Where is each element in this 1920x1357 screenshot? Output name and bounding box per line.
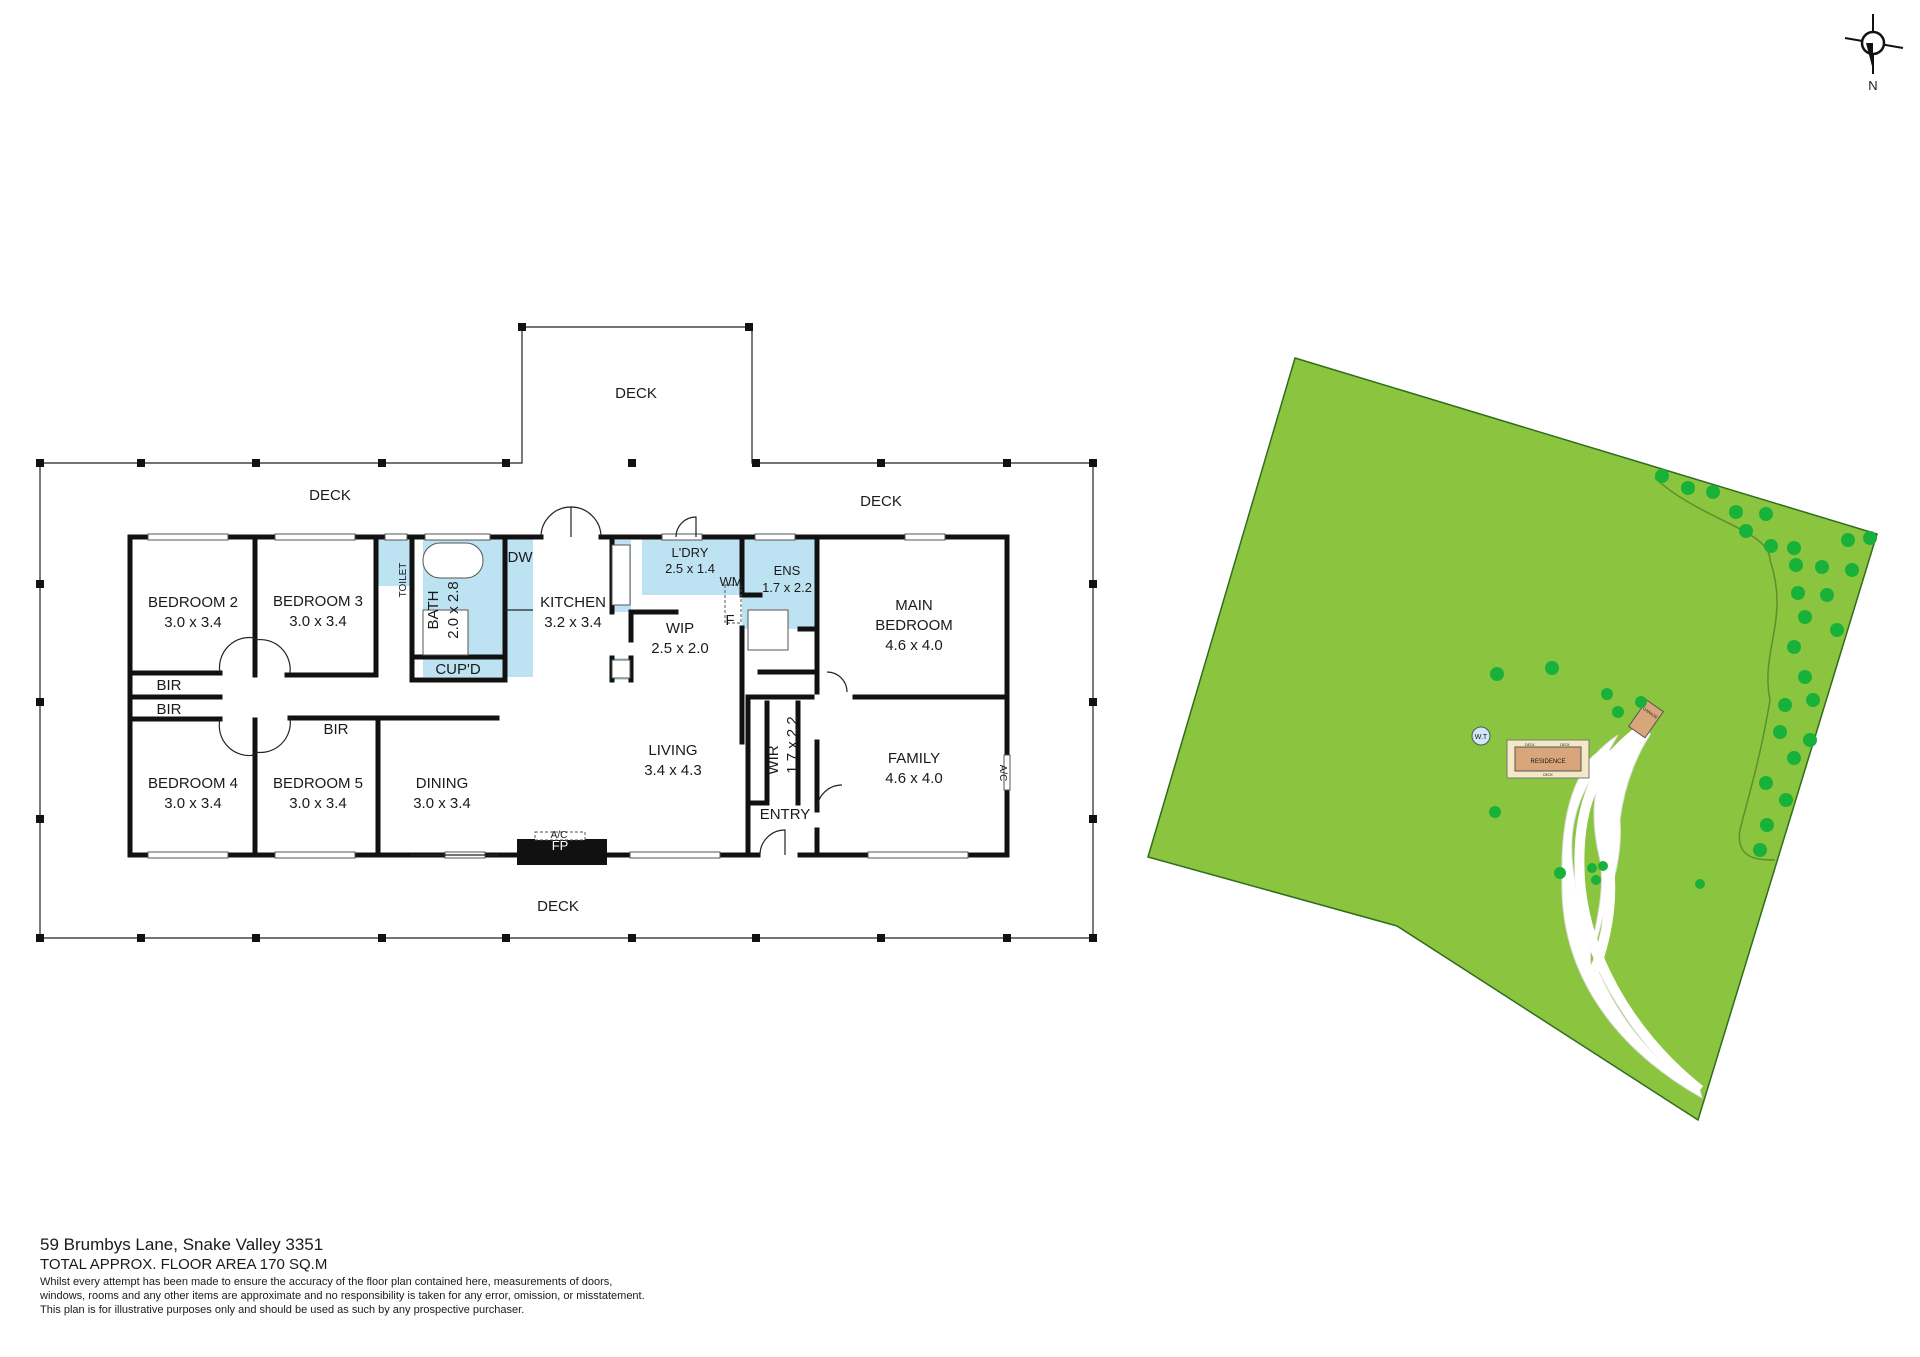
- living-size: 3.4 x 4.3: [644, 762, 702, 779]
- disclaimer: Whilst every attempt has been made to en…: [40, 1275, 940, 1317]
- windows: [147, 533, 1011, 859]
- ens-size: 1.7 x 2.2: [762, 580, 812, 595]
- deck-bottom-label: DECK: [537, 898, 579, 915]
- bedroom2-size: 3.0 x 3.4: [164, 614, 222, 631]
- family-name: FAMILY: [888, 750, 940, 767]
- residence-deck-n2: DECK: [1560, 743, 1570, 747]
- ac-fp-label: A/C: [551, 830, 568, 841]
- walls: [127, 534, 1010, 858]
- site-lot: [1147, 357, 1878, 1122]
- bedroom4-name: BEDROOM 4: [148, 775, 238, 792]
- trees: [1489, 469, 1877, 889]
- living-name: LIVING: [648, 742, 697, 759]
- fridge-label: F: [725, 612, 734, 629]
- kitchen-size: 3.2 x 3.4: [544, 614, 602, 631]
- dw-label: DW: [508, 549, 534, 566]
- disclaimer-line-2: windows, rooms and any other items are a…: [40, 1290, 645, 1302]
- dining-size: 3.0 x 3.4: [413, 795, 471, 812]
- fixtures: [422, 542, 789, 865]
- plan-footer: 59 Brumbys Lane, Snake Valley 3351 TOTAL…: [40, 1234, 940, 1317]
- disclaimer-line-1: Whilst every attempt has been made to en…: [40, 1276, 613, 1288]
- bedroom2-name: BEDROOM 2: [148, 594, 238, 611]
- residence-deck-n1: DECK: [1525, 743, 1535, 747]
- ac-family-label: A/C: [997, 765, 1008, 782]
- deck-left-label: DECK: [309, 487, 351, 504]
- main-bedroom-size: 4.6 x 4.0: [885, 637, 943, 654]
- residence-building: [1514, 746, 1582, 772]
- compass: N: [1844, 14, 1904, 93]
- laundry-name: L'DRY: [672, 545, 709, 560]
- bir-label-3: BIR: [323, 721, 348, 738]
- doors: [218, 506, 848, 856]
- main-bedroom-name2: BEDROOM: [875, 617, 953, 634]
- bedroom5-size: 3.0 x 3.4: [289, 795, 347, 812]
- bir-label-2: BIR: [156, 701, 181, 718]
- toilet-label: TOILET: [398, 563, 409, 598]
- bedroom5-name: BEDROOM 5: [273, 775, 363, 792]
- wip-size: 2.5 x 2.0: [651, 640, 709, 657]
- entry-label: ENTRY: [760, 806, 811, 823]
- fp-label: FP: [552, 838, 569, 853]
- cupd-label: CUP'D: [435, 661, 481, 678]
- laundry-size: 2.5 x 1.4: [665, 561, 715, 576]
- compass-north-label: N: [1868, 78, 1877, 93]
- main-bedroom-name1: MAIN: [895, 597, 933, 614]
- bath-size: 2.0 x 2.8: [445, 581, 462, 639]
- room-labels: DECK DECK DECK DECK BEDROOM 2 3.0 x 3.4 …: [148, 385, 1008, 915]
- bedroom3-size: 3.0 x 3.4: [289, 613, 347, 630]
- dining-name: DINING: [416, 775, 469, 792]
- wip-name: WIP: [666, 620, 694, 637]
- garage-building: [1627, 699, 1665, 739]
- water-tank-label: W.T: [1475, 734, 1488, 741]
- ens-name: ENS: [774, 563, 801, 578]
- family-size: 4.6 x 4.0: [885, 770, 943, 787]
- deck-right-label: DECK: [860, 493, 902, 510]
- property-address: 59 Brumbys Lane, Snake Valley 3351: [40, 1235, 324, 1254]
- deck-top-label: DECK: [615, 385, 657, 402]
- bir-label-1: BIR: [156, 677, 181, 694]
- site-plan: RESIDENCE DECK DECK DECK GARAGE W.T: [1147, 357, 1878, 1122]
- residence-deck-s: DECK: [1543, 773, 1553, 777]
- bath-name: BATH: [425, 591, 442, 630]
- deck-outline: [36, 323, 1097, 942]
- wm-label: WM: [719, 574, 742, 589]
- wir-size: 1.7 x 2.2: [784, 716, 801, 774]
- water-tank: [1471, 726, 1491, 746]
- bedroom4-size: 3.0 x 3.4: [164, 795, 222, 812]
- bedroom3-name: BEDROOM 3: [273, 593, 363, 610]
- total-floor-area: TOTAL APPROX. FLOOR AREA 170 SQ.M: [40, 1256, 328, 1273]
- residence-label: RESIDENCE: [1530, 759, 1565, 765]
- kitchen-name: KITCHEN: [540, 594, 606, 611]
- wir-name: WIR: [765, 745, 782, 774]
- disclaimer-line-3: This plan is for illustrative purposes o…: [40, 1304, 525, 1316]
